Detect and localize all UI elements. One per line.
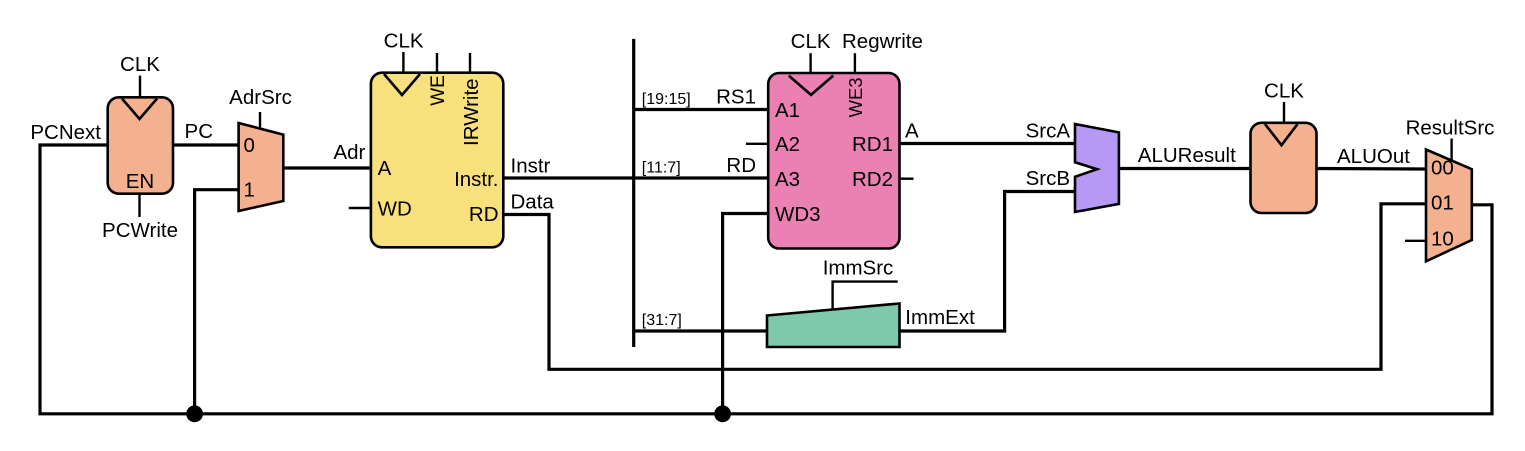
svg-text:CLK: CLK (791, 30, 831, 53)
svg-text:CLK: CLK (1264, 80, 1304, 103)
svg-text:WE: WE (428, 75, 449, 106)
svg-text:PCWrite: PCWrite (102, 219, 178, 242)
svg-text:RS1: RS1 (716, 86, 756, 109)
svg-text:[31:7]: [31:7] (642, 312, 682, 329)
svg-text:ALUOut: ALUOut (1337, 145, 1410, 168)
svg-text:ALUResult: ALUResult (1138, 144, 1236, 167)
svg-text:RD: RD (469, 203, 499, 226)
svg-text:1: 1 (244, 179, 255, 202)
svg-text:IRWrite: IRWrite (460, 78, 483, 146)
svg-text:WD3: WD3 (775, 203, 821, 226)
svg-text:ResultSrc: ResultSrc (1406, 117, 1495, 140)
svg-text:CLK: CLK (384, 30, 424, 53)
svg-text:A1: A1 (775, 99, 800, 122)
svg-text:10: 10 (1431, 228, 1454, 251)
svg-text:Data: Data (511, 191, 555, 214)
svg-text:A2: A2 (775, 133, 800, 156)
svg-text:RD1: RD1 (852, 133, 893, 156)
svg-text:Adr: Adr (333, 141, 365, 164)
svg-text:PC: PC (185, 120, 214, 143)
svg-text:WD: WD (378, 197, 412, 220)
svg-text:[11:7]: [11:7] (642, 160, 681, 177)
svg-text:0: 0 (244, 134, 255, 157)
svg-text:SrcB: SrcB (1026, 167, 1070, 190)
svg-text:RD: RD (726, 154, 756, 177)
svg-text:Instr: Instr (511, 155, 551, 178)
svg-text:WE3: WE3 (845, 77, 866, 117)
svg-text:AdrSrc: AdrSrc (229, 86, 292, 109)
svg-text:RD2: RD2 (852, 168, 893, 191)
svg-text:SrcA: SrcA (1026, 120, 1071, 143)
svg-text:ImmExt: ImmExt (905, 306, 975, 329)
svg-text:Regwrite: Regwrite (842, 30, 923, 53)
svg-text:Instr.: Instr. (454, 168, 498, 191)
svg-text:A: A (378, 157, 392, 180)
svg-text:EN: EN (126, 170, 154, 193)
svg-text:[19:15]: [19:15] (642, 91, 691, 108)
svg-text:A: A (905, 120, 919, 143)
svg-text:01: 01 (1431, 192, 1454, 215)
svg-text:CLK: CLK (120, 53, 160, 76)
svg-text:ImmSrc: ImmSrc (823, 257, 894, 280)
svg-text:00: 00 (1431, 157, 1454, 180)
svg-text:PCNext: PCNext (30, 121, 101, 144)
svg-text:A3: A3 (775, 168, 800, 191)
